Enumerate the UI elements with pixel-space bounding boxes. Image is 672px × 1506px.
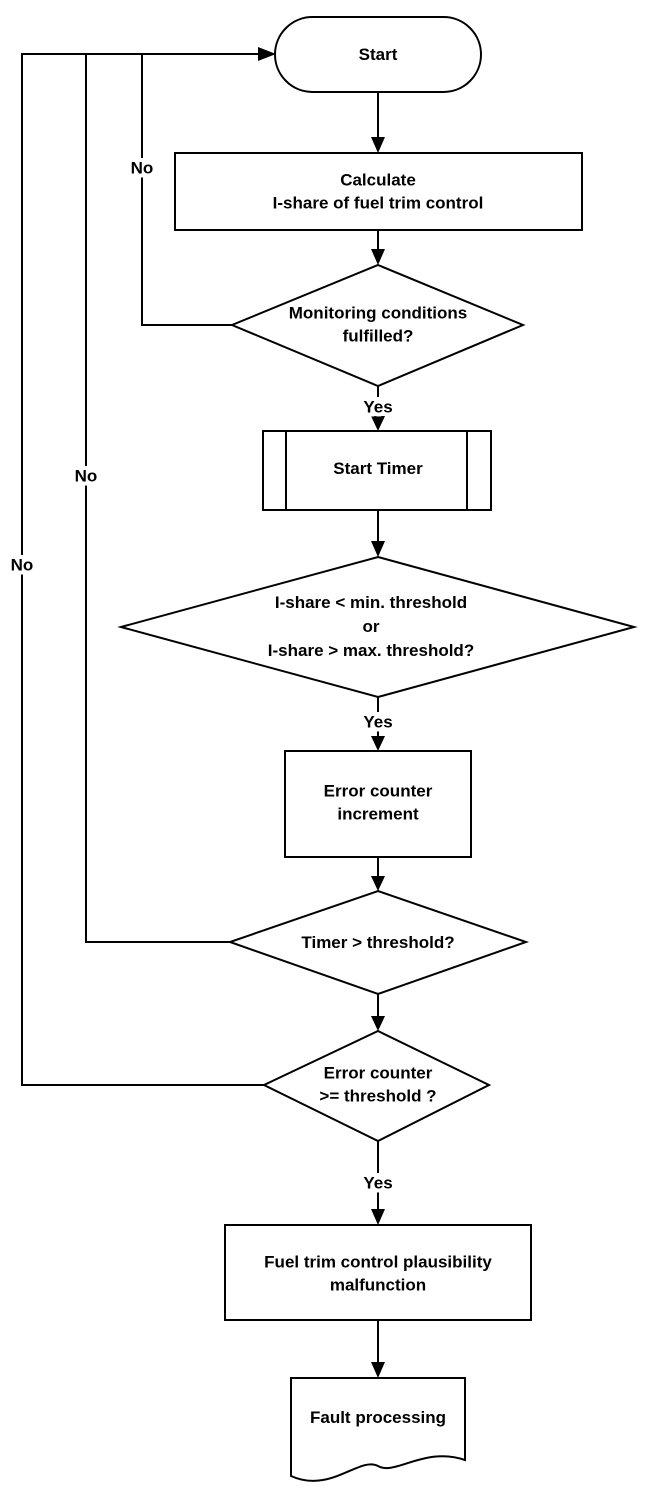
label-line: Start Timer (333, 459, 423, 478)
label-line: Monitoring conditions (289, 303, 467, 322)
start-timer-label: Start Timer (333, 459, 423, 478)
start-label: Start (359, 45, 398, 64)
label-line: Fuel trim control plausibility (264, 1252, 492, 1271)
timer-check-label: Timer > threshold? (301, 933, 454, 952)
label-line: Calculate (340, 170, 416, 189)
label-line: Fault processing (310, 1408, 446, 1427)
error-check-label: Error counter >= threshold ? (319, 1063, 436, 1105)
label-line: malfunction (330, 1275, 426, 1294)
label-line: increment (337, 804, 419, 823)
malfunction-label: Fuel trim control plausibility malfunctio… (264, 1252, 492, 1294)
loop-error-check-no (21, 53, 264, 1086)
label-line: I-share < min. threshold (275, 593, 467, 612)
label-line: I-share of fuel trim control (273, 193, 484, 212)
arrowhead-error-increment (371, 736, 385, 751)
label-line: fulfilled? (343, 326, 414, 345)
loop-timer-check-no (85, 54, 230, 943)
fault-processing-label: Fault processing (310, 1408, 446, 1427)
ishare-decision (117, 555, 638, 699)
arrowhead-start-return (258, 47, 276, 61)
monitoring-decision (229, 263, 526, 388)
label-line: or (363, 617, 380, 636)
start-terminal (274, 16, 482, 93)
malfunction-process (224, 1224, 532, 1321)
label-line: >= threshold ? (319, 1086, 436, 1105)
timer-no-label: No (75, 467, 98, 486)
loop-monitoring-no (141, 54, 232, 326)
error-no-label: No (11, 556, 34, 575)
arrowhead-error-check (371, 1016, 385, 1031)
label-line: Timer > threshold? (301, 933, 454, 952)
start-timer-subprocess (262, 430, 492, 511)
arrowhead-ishare-check (371, 541, 385, 557)
arrowhead-fault-processing (371, 1362, 385, 1378)
arrowhead-calculate (371, 137, 385, 153)
label-line: Start (359, 45, 398, 64)
arrowhead-monitoring (371, 249, 385, 265)
error-yes-label: Yes (363, 1174, 392, 1193)
timer-decision (226, 889, 530, 996)
label-line: I-share > max. threshold? (268, 641, 474, 660)
label-line: Error counter (324, 781, 433, 800)
arrowhead-timer-check (371, 876, 385, 891)
ishare-yes-label: Yes (363, 713, 392, 732)
arrowhead-start-timer (371, 416, 385, 431)
monitoring-yes-label: Yes (363, 398, 392, 417)
error-counter-decision (261, 1029, 492, 1143)
calculate-process (174, 152, 583, 231)
monitoring-label: Monitoring conditions fulfilled? (289, 303, 467, 345)
arrowhead-malfunction (371, 1209, 385, 1225)
label-line: Error counter (324, 1063, 433, 1082)
fault-processing-document (290, 1377, 466, 1482)
error-increment-process (284, 750, 472, 858)
error-increment-label: Error counter increment (324, 781, 433, 823)
monitoring-no-label: No (131, 159, 154, 178)
